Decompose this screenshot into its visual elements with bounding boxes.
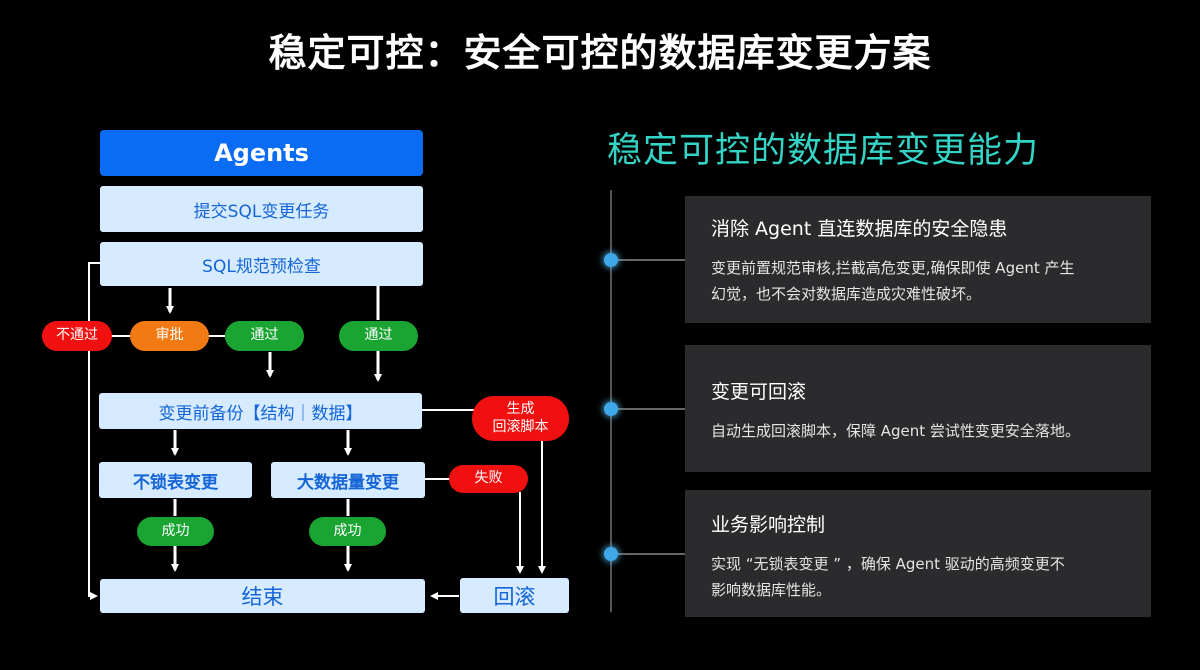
submit-sql-task-node: 提交SQL变更任务 [100,186,423,232]
pass-right-badge: 通过 [339,321,418,351]
card-desc-line: 实现 “无锁表变更 ” ，确保 Agent 驱动的高频变更不 [711,555,1065,573]
timeline-dot-2 [604,402,618,416]
no-lock-change-node: 不锁表变更 [99,462,252,498]
timeline-dot-3 [604,547,618,561]
end-node: 结束 [100,579,425,613]
sql-precheck-node: SQL规范预检查 [100,242,423,286]
big-data-change-node: 大数据量变更 [271,462,425,498]
card-title: 变更可回滚 [711,381,807,403]
card-description: 变更前置规范审核,拦截高危变更,确保即使 Agent 产生 幻觉，也不会对数据库… [711,255,1125,308]
capability-card-security: 消除 Agent 直连数据库的安全隐患 变更前置规范审核,拦截高危变更,确保即使… [685,196,1151,323]
card-desc-line: 幻觉，也不会对数据库造成灾难性破坏。 [711,285,982,304]
timeline-connector-2 [612,408,686,410]
timeline-dot-1 [604,253,618,267]
page-title: 稳定可控：安全可控的数据库变更方案 [268,31,932,75]
pass-left-badge: 通过 [225,321,304,351]
timeline-line [610,190,612,612]
card-description: 实现 “无锁表变更 ” ，确保 Agent 驱动的高频变更不 影响数据库性能。 [711,551,1125,604]
agents-node: Agents [100,130,423,176]
fail-badge: 失败 [449,465,528,493]
card-desc-line: 变更前置规范审核,拦截高危变更,确保即使 Agent 产生 [711,259,1075,277]
approve-badge: 审批 [130,321,209,351]
success-right-badge: 成功 [309,517,386,546]
generate-rollback-line1: 生成 [506,401,535,417]
card-title: 业务影响控制 [711,514,826,536]
capability-title: 稳定可控的数据库变更能力 [607,131,1040,171]
capability-card-rollback: 变更可回滚 自动生成回滚脚本，保障 Agent 尝试性变更安全落地。 [685,345,1151,472]
capability-card-business-impact: 业务影响控制 实现 “无锁表变更 ” ，确保 Agent 驱动的高频变更不 影响… [685,490,1151,617]
card-title: 消除 Agent 直连数据库的安全隐患 [711,218,1008,240]
card-description: 自动生成回滚脚本，保障 Agent 尝试性变更安全落地。 [711,418,1125,444]
backup-node: 变更前备份【结构｜数据】 [99,393,422,429]
card-desc-line: 自动生成回滚脚本，保障 Agent 尝试性变更安全落地。 [711,422,1080,440]
generate-rollback-line2: 回滚脚本 [492,418,549,435]
timeline-connector-1 [612,259,686,261]
card-desc-line: 影响数据库性能。 [711,581,832,600]
generate-rollback-badge: 生成 回滚脚本 [472,396,569,441]
rollback-node: 回滚 [460,578,569,613]
success-left-badge: 成功 [137,517,214,546]
timeline-connector-3 [612,553,686,555]
reject-badge: 不通过 [42,321,112,351]
